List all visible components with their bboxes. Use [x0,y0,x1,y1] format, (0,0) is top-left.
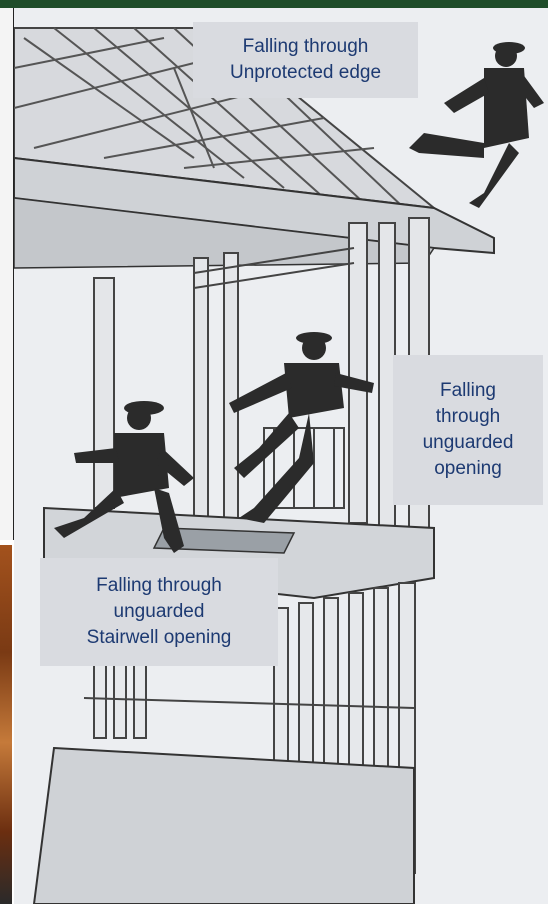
label-unprotected-edge-text: Falling through Unprotected edge [230,34,381,86]
ground-slab [34,748,414,904]
label-unguarded-opening-text: Falling through unguarded opening [423,378,514,482]
label-stairwell-opening-text: Falling through unguarded Stairwell open… [87,573,232,651]
left-adjacent-photo [0,545,12,904]
top-frame-bar [0,0,548,8]
left-adjacent-panel [0,8,14,540]
label-unguarded-opening: Falling through unguarded opening [393,355,543,505]
label-unprotected-edge: Falling through Unprotected edge [193,22,418,98]
label-stairwell-opening: Falling through unguarded Stairwell open… [40,558,278,666]
